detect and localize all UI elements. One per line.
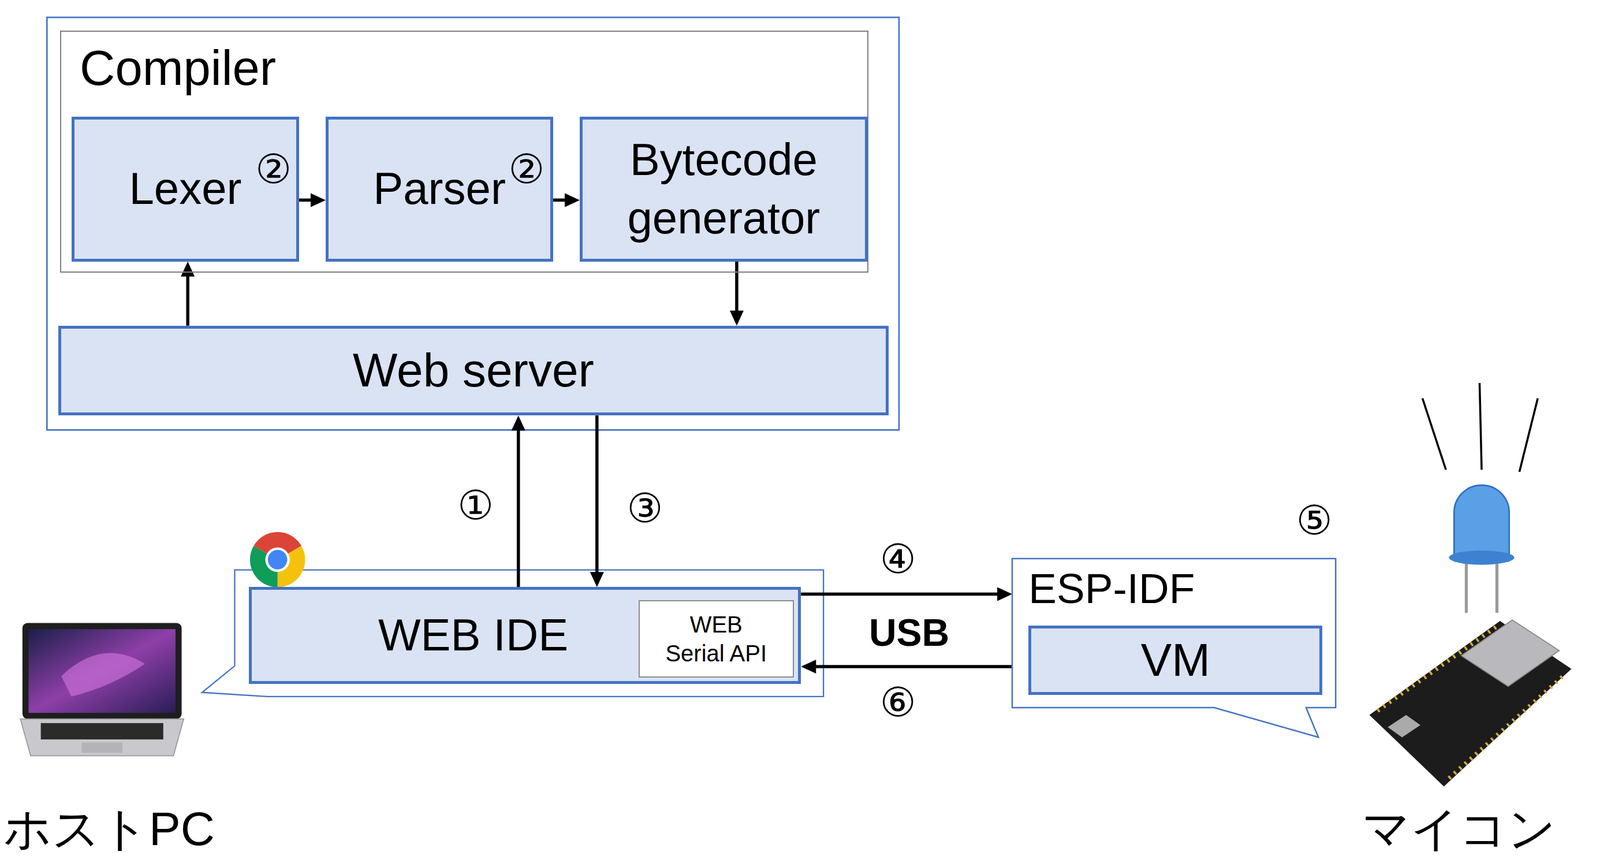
process-box: Bytecode generator <box>579 116 868 262</box>
compiler-group: CompilerLexer Parser Bytecode generator <box>60 30 869 273</box>
board-pins <box>1377 627 1497 711</box>
device-bubble: ESP-IDF VM <box>1012 558 1336 737</box>
node-label: Web server <box>352 342 595 398</box>
led-leg <box>1495 561 1499 613</box>
laptop-screen <box>22 623 182 719</box>
node-label: Bytecode generator <box>582 130 865 248</box>
laptop-display <box>28 628 175 713</box>
api-box: WEB Serial API <box>638 599 794 678</box>
node-label: VM <box>1140 633 1211 687</box>
led-rim <box>1448 550 1514 565</box>
arrow-connector <box>590 415 604 587</box>
arrow-head <box>310 192 326 207</box>
vm-box: VM <box>1028 625 1323 695</box>
node-label: Lexer <box>128 162 242 215</box>
laptop-base <box>20 718 184 756</box>
node-label: Parser <box>373 162 506 215</box>
connector-line <box>553 198 566 203</box>
node-label: ESP-IDF <box>1028 564 1195 613</box>
callout-number: ④ <box>879 538 917 580</box>
led-ray <box>1422 398 1447 471</box>
callout-number: ② <box>508 148 545 190</box>
arrow-connector <box>553 192 580 207</box>
connector-line <box>735 261 739 312</box>
speech-bubble <box>202 569 824 697</box>
led-leg <box>1464 561 1468 613</box>
board-module <box>1461 619 1560 686</box>
arrow-connector <box>729 261 744 326</box>
arrow-head <box>180 261 195 277</box>
arrow-connector <box>511 415 526 587</box>
board-pins <box>1448 673 1565 778</box>
server-box: Web server <box>58 325 890 416</box>
arrow-connector <box>800 659 1013 674</box>
server-frame <box>46 17 900 430</box>
arrow-head <box>564 192 580 207</box>
ide-box: WEB IDEWEB Serial API <box>248 586 801 684</box>
arrow-head <box>590 571 604 587</box>
arrow-head <box>511 415 526 431</box>
arrow-connector <box>800 587 1013 602</box>
node-label: WEB Serial API <box>661 609 771 668</box>
board-usb-port <box>1387 714 1421 738</box>
callout-number: ③ <box>626 487 663 529</box>
arrow-connector <box>180 261 195 326</box>
laptop-wallpaper <box>61 653 145 697</box>
device-label: ホストPC <box>3 801 215 856</box>
connector-line <box>299 198 312 203</box>
led-dome <box>1453 485 1509 557</box>
device-label: マイコン <box>1362 801 1557 856</box>
chrome-icon-center <box>267 549 288 570</box>
connector-line <box>814 664 1013 669</box>
chrome-icon-ring <box>265 547 290 572</box>
laptop-trackpad <box>81 741 123 753</box>
laptop-keyboard <box>40 722 164 740</box>
callout-number: ① <box>457 485 494 526</box>
led-ray <box>1519 398 1538 472</box>
node-label: Compiler <box>79 39 277 97</box>
connector-line <box>185 275 190 326</box>
arrow-head <box>800 659 816 674</box>
connector-line <box>595 415 599 573</box>
connector-line <box>516 429 521 587</box>
callout-number: ⑤ <box>1296 497 1333 544</box>
node-label: WEB IDE <box>276 609 671 662</box>
bus-label: USB <box>869 610 950 655</box>
connector-line <box>800 592 999 596</box>
arrow-connector <box>299 192 326 207</box>
arrow-head <box>729 310 744 326</box>
led-ray <box>1479 382 1482 470</box>
bubble-shape <box>1012 558 1336 737</box>
callout-number: ⑥ <box>879 681 917 723</box>
callout-number: ② <box>255 148 292 190</box>
arrow-head <box>997 587 1013 602</box>
